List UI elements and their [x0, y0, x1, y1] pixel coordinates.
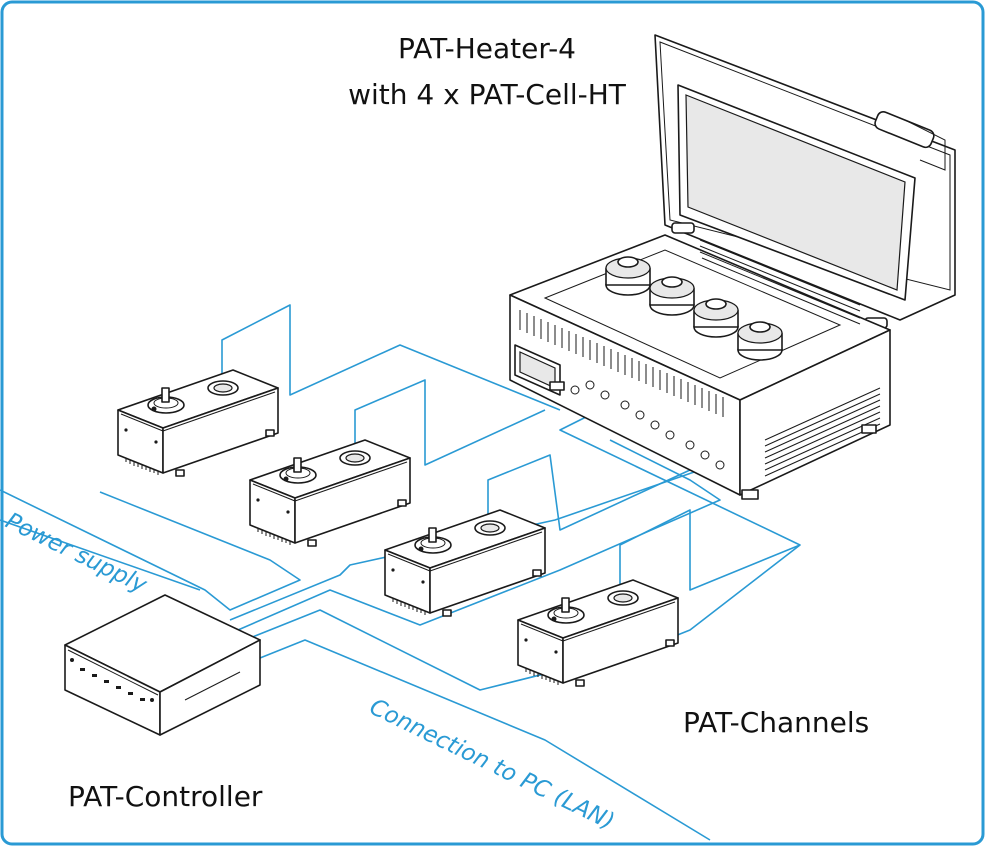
controller-label: PAT-Controller	[68, 780, 263, 813]
heater-title: PAT-Heater-4	[398, 32, 576, 65]
channel4-cable	[619, 509, 801, 605]
channel1-cable	[221, 304, 561, 411]
heater-subtitle: with 4 x PAT-Cell-HT	[348, 78, 627, 111]
channel3-cable	[487, 454, 691, 535]
channel-box-icon	[384, 509, 546, 617]
lan-connection-label: Connection to PC (LAN)	[365, 694, 618, 835]
channel-box-icon	[249, 439, 411, 547]
channel-box-icon	[517, 579, 679, 687]
heater-device-icon	[509, 34, 956, 500]
test-cell-icon	[605, 256, 651, 296]
lan-cable-3	[237, 439, 721, 631]
power-cable	[0, 489, 301, 611]
channel-box-icon	[117, 369, 279, 477]
power-cable-2	[0, 519, 201, 591]
test-cell-icon	[649, 276, 695, 316]
controller-box-icon	[64, 594, 261, 736]
channels-label: PAT-Channels	[683, 706, 869, 739]
test-cell-icon	[693, 298, 739, 338]
lan-cable-1	[254, 639, 711, 841]
channel2-cable	[354, 379, 546, 466]
test-cell-icon	[737, 321, 783, 361]
